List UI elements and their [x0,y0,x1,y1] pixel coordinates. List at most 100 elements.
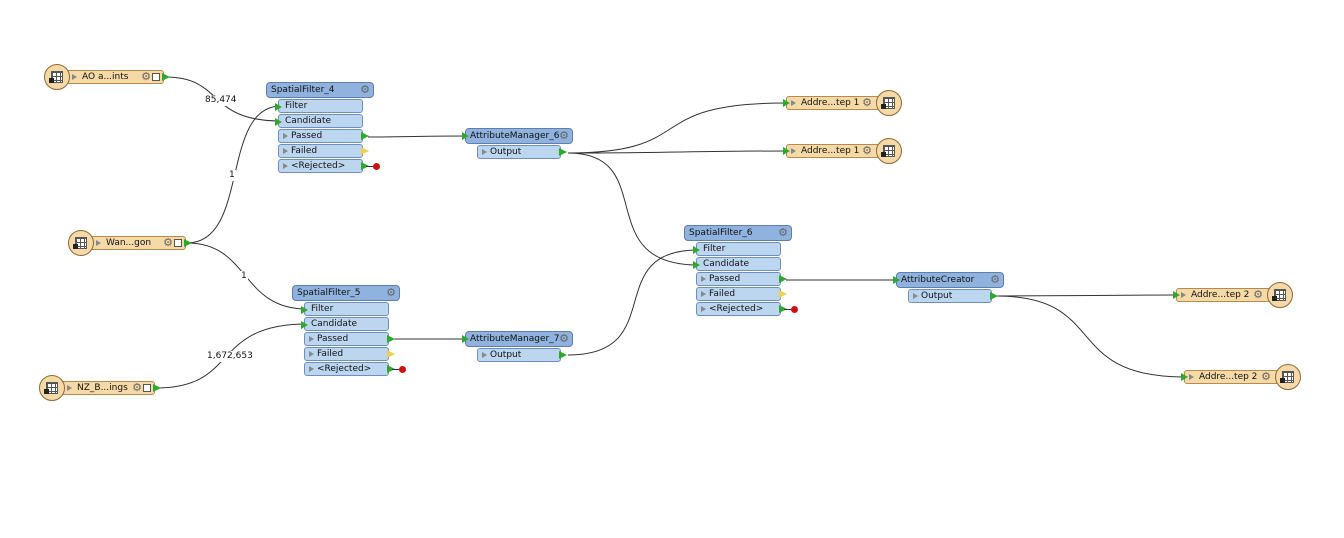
expand-icon[interactable] [701,291,706,297]
failed-port-icon[interactable] [387,350,395,358]
rejected-terminator-icon[interactable] [791,306,798,313]
port-output[interactable]: Output [908,289,998,303]
writer-address-step1-b[interactable]: Addre...tep 1 ⚙ [783,138,902,164]
transformer-title[interactable]: SpatialFilter_4 ⚙ [266,82,374,98]
input-port-icon[interactable] [275,118,282,126]
gear-icon[interactable]: ⚙ [862,96,872,109]
expand-icon[interactable] [283,133,288,139]
input-port-icon[interactable] [1181,373,1188,381]
reader-nz-buildings[interactable]: NZ_B...ings ⚙ [39,375,161,401]
transformer-title[interactable]: SpatialFilter_6 ⚙ [684,225,792,241]
expand-icon[interactable] [67,385,72,391]
transformer-attributemanager-6[interactable]: AttributeManager_6 ⚙ Output [462,128,573,159]
gear-icon[interactable]: ⚙ [141,70,151,83]
output-port-icon[interactable] [779,275,787,283]
expand-icon[interactable] [791,100,796,106]
output-port-icon[interactable] [153,384,161,392]
output-port-icon[interactable] [559,351,567,359]
expand-icon[interactable] [309,336,314,342]
port-filter[interactable]: Filter [275,99,363,113]
output-port-icon[interactable] [361,132,369,140]
port-candidate[interactable]: Candidate [275,114,363,128]
expand-icon[interactable] [482,149,487,155]
output-port-icon[interactable] [990,292,998,300]
gear-icon[interactable]: ⚙ [559,129,569,142]
checkbox-icon[interactable] [143,384,151,392]
output-port-icon[interactable] [387,365,395,373]
port-rejected[interactable]: <Rejected> [278,159,380,173]
expand-icon[interactable] [1181,292,1186,298]
rejected-terminator-icon[interactable] [373,163,380,170]
expand-icon[interactable] [309,366,314,372]
port-filter[interactable]: Filter [301,302,389,316]
gear-icon[interactable]: ⚙ [559,332,569,345]
output-port-icon[interactable] [361,162,369,170]
failed-port-icon[interactable] [779,290,787,298]
transformer-title[interactable]: AttributeManager_6 ⚙ [462,128,573,144]
transformer-title[interactable]: AttributeManager_7 ⚙ [462,331,573,347]
gear-icon[interactable]: ⚙ [1261,370,1271,383]
port-filter[interactable]: Filter [693,242,781,256]
port-candidate[interactable]: Candidate [693,257,781,271]
expand-icon[interactable] [482,352,487,358]
input-port-icon[interactable] [301,321,308,329]
transformer-attributemanager-7[interactable]: AttributeManager_7 ⚙ Output [462,331,573,362]
output-port-icon[interactable] [559,148,567,156]
port-failed[interactable]: Failed [304,347,395,361]
expand-icon[interactable] [701,306,706,312]
writer-address-step2-a[interactable]: Addre...tep 2 ⚙ [1173,282,1293,308]
gear-icon[interactable]: ⚙ [778,226,788,239]
transformer-spatialfilter-5[interactable]: SpatialFilter_5 ⚙ Filter Candidate Passe… [292,285,406,376]
gear-icon[interactable]: ⚙ [360,83,370,96]
checkbox-icon[interactable] [152,73,160,81]
input-port-icon[interactable] [1173,291,1180,299]
port-passed[interactable]: Passed [696,272,787,286]
input-port-icon[interactable] [275,103,282,111]
port-output[interactable]: Output [477,348,567,362]
writer-address-step2-b[interactable]: Addre...tep 2 ⚙ [1181,364,1301,390]
port-rejected[interactable]: <Rejected> [696,302,798,316]
output-port-icon[interactable] [184,239,192,247]
expand-icon[interactable] [72,74,77,80]
input-port-icon[interactable] [462,132,469,140]
gear-icon[interactable]: ⚙ [132,381,142,394]
input-port-icon[interactable] [693,246,700,254]
transformer-attributecreator[interactable]: AttributeCreator ⚙ Output [893,272,1004,303]
gear-icon[interactable]: ⚙ [386,286,396,299]
reader-ao-points[interactable]: AO a...ints ⚙ [44,64,170,90]
gear-icon[interactable]: ⚙ [163,236,173,249]
port-failed[interactable]: Failed [696,287,787,301]
expand-icon[interactable] [283,163,288,169]
transformer-title[interactable]: AttributeCreator ⚙ [893,272,1004,288]
writer-address-step1-a[interactable]: Addre...tep 1 ⚙ [783,90,902,116]
expand-icon[interactable] [1189,374,1194,380]
expand-icon[interactable] [701,276,706,282]
gear-icon[interactable]: ⚙ [862,144,872,157]
checkbox-icon[interactable] [174,239,182,247]
transformer-title[interactable]: SpatialFilter_5 ⚙ [292,285,400,301]
expand-icon[interactable] [309,351,314,357]
input-port-icon[interactable] [783,99,790,107]
failed-port-icon[interactable] [361,147,369,155]
output-port-icon[interactable] [779,305,787,313]
reader-wanganui-polygon[interactable]: Wan...gon ⚙ [68,230,192,256]
output-port-icon[interactable] [387,335,395,343]
rejected-terminator-icon[interactable] [399,366,406,373]
input-port-icon[interactable] [893,276,900,284]
gear-icon[interactable]: ⚙ [1253,288,1263,301]
port-candidate[interactable]: Candidate [301,317,389,331]
input-port-icon[interactable] [301,306,308,314]
gear-icon[interactable]: ⚙ [990,273,1000,286]
transformer-spatialfilter-6[interactable]: SpatialFilter_6 ⚙ Filter Candidate Passe… [684,225,798,316]
input-port-icon[interactable] [783,147,790,155]
port-failed[interactable]: Failed [278,144,369,158]
expand-icon[interactable] [96,240,101,246]
port-passed[interactable]: Passed [304,332,395,346]
port-rejected[interactable]: <Rejected> [304,362,406,376]
port-passed[interactable]: Passed [278,129,369,143]
expand-icon[interactable] [913,293,918,299]
input-port-icon[interactable] [462,335,469,343]
expand-icon[interactable] [791,148,796,154]
transformer-spatialfilter-4[interactable]: SpatialFilter_4 ⚙ Filter Candidate Passe… [266,82,380,173]
